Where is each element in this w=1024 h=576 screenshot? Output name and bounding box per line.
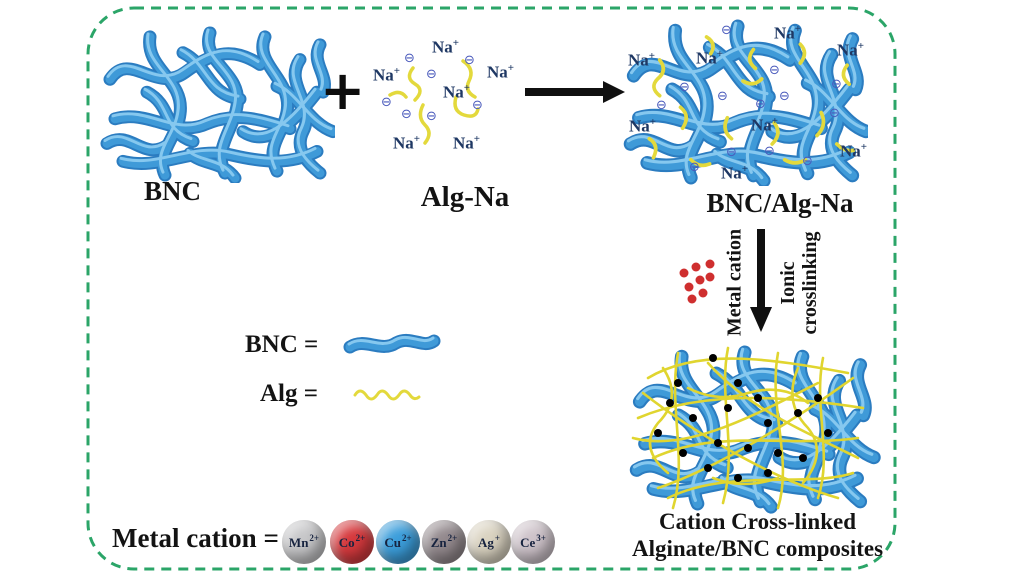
cation-symbol: Co <box>338 534 355 550</box>
na-ion: Na+ <box>628 50 656 70</box>
negative-charge-symbol: ⊖ <box>726 145 737 160</box>
plus-sign: + <box>320 59 366 122</box>
metal-cation-process-label: Metal cation <box>723 228 746 337</box>
cation-symbol: Ce <box>520 534 536 550</box>
na-ion: Na+ <box>373 65 401 85</box>
na-ion: Na+ <box>774 23 802 43</box>
negative-charge-symbol: ⊖ <box>769 63 780 78</box>
legend-alg-label: Alg = <box>260 380 318 407</box>
ionic-crosslinking-line1: Ionic <box>777 261 799 305</box>
product-label-line1: Cation Cross-linked <box>658 509 857 534</box>
na-ion: Na+ <box>629 116 657 136</box>
negative-charge-symbol: ⊖ <box>779 89 790 104</box>
negative-charge-symbol: ⊖ <box>721 23 732 38</box>
na-ion: Na+ <box>751 115 779 135</box>
cation-charge: 2+ <box>355 533 366 543</box>
negative-charge-symbol: ⊖ <box>426 109 437 124</box>
bnc-network-illustration <box>95 25 335 183</box>
cation-symbol: Cu <box>384 534 401 550</box>
cation-symbol: Mn <box>288 534 309 550</box>
metal-cation-legend-label: Metal cation = <box>112 523 279 553</box>
cation-charge: 2+ <box>401 533 412 543</box>
legend-bnc-fiber-swatch <box>343 333 441 354</box>
cation-sphere-ag: Ag+ <box>467 520 511 564</box>
right-arrow-icon <box>525 81 625 103</box>
na-ion: Na+ <box>840 141 868 161</box>
ionic-crosslinking-line2: crosslinking <box>799 231 821 335</box>
down-arrow-icon <box>750 229 772 332</box>
negative-charge-symbol: ⊖ <box>426 67 437 82</box>
negative-charge-symbol: ⊖ <box>472 98 483 113</box>
na-ion: Na+ <box>696 48 724 68</box>
cation-symbol: Ag <box>477 534 494 550</box>
cation-symbol: Zn <box>430 534 447 550</box>
cation-charge: 3+ <box>536 533 546 543</box>
negative-charge-symbol: ⊖ <box>679 80 690 95</box>
na-ion: Na+ <box>443 82 471 102</box>
na-ion: Na+ <box>432 37 460 57</box>
negative-charge-symbol: ⊖ <box>464 53 475 68</box>
na-ion: Na+ <box>487 62 515 82</box>
negative-charge-symbol: ⊖ <box>802 154 813 169</box>
negative-charge-symbol: ⊖ <box>764 144 775 159</box>
na-ion: Na+ <box>453 133 481 153</box>
negative-charge-symbol: ⊖ <box>829 106 840 121</box>
bnc-label: BNC <box>143 176 201 206</box>
negative-charge-symbol: ⊖ <box>717 89 728 104</box>
na-ion: Na+ <box>721 163 749 183</box>
ionic-crosslinking-label: Ionic crosslinking <box>777 207 821 359</box>
alg-na-label: Alg-Na <box>420 181 510 213</box>
na-ion: Na+ <box>393 133 421 153</box>
cation-charge: + <box>494 533 501 543</box>
negative-charge-symbol: ⊖ <box>656 98 667 113</box>
negative-charge-symbol: ⊖ <box>689 160 700 175</box>
product-label: Cation Cross-linked Alginate/BNC composi… <box>620 508 895 562</box>
legend-alg-chain-swatch <box>353 389 421 401</box>
negative-charge-symbol: ⊖ <box>401 107 412 122</box>
crosslinked-composite-illustration <box>618 338 883 518</box>
na-ion: Na+ <box>837 40 865 60</box>
product-label-line2: Alginate/BNC composites <box>631 536 884 561</box>
negative-charge-symbol: ⊖ <box>831 77 842 92</box>
alginate-chains-illustration <box>388 59 480 145</box>
negative-charge-symbol: ⊖ <box>755 97 766 112</box>
negative-charge-symbol: ⊖ <box>381 95 392 110</box>
legend-bnc-label: BNC = <box>245 331 319 358</box>
metal-cation-dots-illustration <box>679 259 715 304</box>
bnc-alg-na-label: BNC/Alg-Na <box>706 188 854 218</box>
cation-charge: 2+ <box>309 533 320 543</box>
negative-charge-symbol: ⊖ <box>404 51 415 66</box>
cation-charge: 2+ <box>447 533 458 543</box>
